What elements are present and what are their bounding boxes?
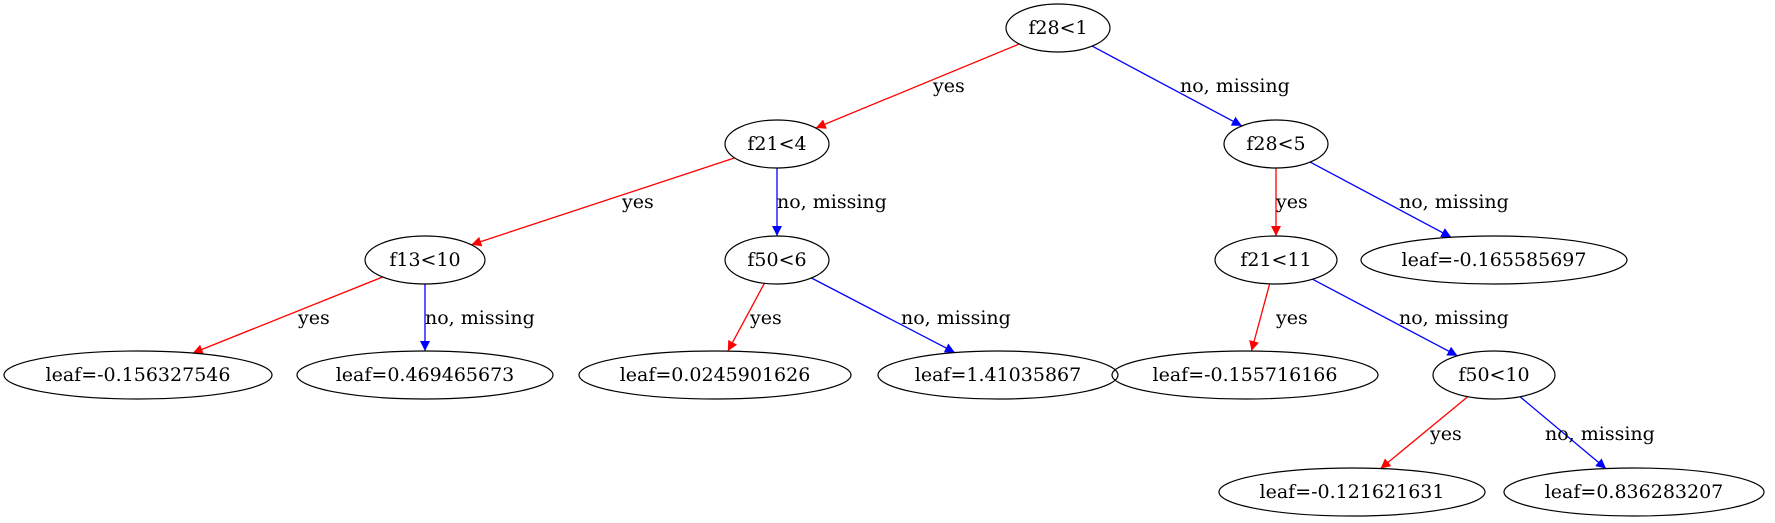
edge-label-yes: yes <box>932 75 965 97</box>
node-ellipse <box>1223 119 1329 169</box>
node-ellipse <box>724 235 830 285</box>
edge-label-yes: yes <box>621 191 654 213</box>
node-ellipse <box>877 350 1119 400</box>
edge-no-missing-n2-n6 <box>1309 161 1452 238</box>
node-ellipse <box>1218 467 1486 517</box>
split-node: f50<10 <box>1432 350 1556 400</box>
node-ellipse <box>724 119 830 169</box>
leaf-node: leaf=-0.121621631 <box>1218 467 1486 517</box>
nodes-layer: f28<1 f21<4 f28<5 f13<10 f50<6 f21<11 leaf=-0.… <box>3 3 1765 517</box>
edge-label-no-missing: no, missing <box>901 307 1011 329</box>
edge-no-missing-n4-n10 <box>811 277 956 354</box>
edge-label-no-missing: no, missing <box>1545 423 1655 445</box>
edge-yes-n4-n9 <box>727 282 765 352</box>
node-label: leaf=0.469465673 <box>336 364 515 386</box>
leaf-node: leaf=-0.156327546 <box>3 350 273 400</box>
leaf-node: leaf=-0.155716166 <box>1111 350 1379 400</box>
node-label: leaf=0.836283207 <box>1545 481 1724 503</box>
node-ellipse <box>578 350 852 400</box>
edge-yes-n3-n7 <box>192 276 383 355</box>
edge-label-no-missing: no, missing <box>1399 307 1509 329</box>
edge-label-yes: yes <box>749 307 782 329</box>
node-label: leaf=-0.156327546 <box>46 364 231 386</box>
leaf-node: leaf=0.836283207 <box>1503 467 1765 517</box>
node-label: f50<6 <box>747 249 806 271</box>
split-node: f21<4 <box>724 119 830 169</box>
edge-no-missing-n12-n14 <box>1519 396 1607 470</box>
node-ellipse <box>364 235 486 285</box>
leaf-node: leaf=1.41035867 <box>877 350 1119 400</box>
node-label: leaf=-0.155716166 <box>1153 364 1338 386</box>
node-ellipse <box>1214 235 1338 285</box>
edge-label-yes: yes <box>1429 423 1462 445</box>
edge-yes-n12-n13 <box>1380 396 1469 470</box>
edge-label-yes: yes <box>297 307 330 329</box>
edge-label-no-missing: no, missing <box>425 307 535 329</box>
node-label: leaf=-0.165585697 <box>1402 249 1587 271</box>
node-label: f28<5 <box>1246 133 1305 155</box>
leaf-node: leaf=0.469465673 <box>296 350 554 400</box>
edge-label-no-missing: no, missing <box>1399 191 1509 213</box>
edge-label-no-missing: no, missing <box>777 191 887 213</box>
edges-layer: yes no, missing yes no, missing yes no, missi… <box>192 43 1655 470</box>
node-label: leaf=-0.121621631 <box>1260 481 1445 503</box>
edge-yes-n1-n3 <box>471 157 735 247</box>
node-label: f50<10 <box>1458 364 1529 386</box>
node-ellipse <box>1111 350 1379 400</box>
leaf-node: leaf=0.0245901626 <box>578 350 852 400</box>
edge-no-missing-n5-n12 <box>1312 278 1458 357</box>
node-ellipse <box>1005 3 1111 53</box>
split-node: f21<11 <box>1214 235 1338 285</box>
split-node: f13<10 <box>364 235 486 285</box>
node-label: f21<11 <box>1240 249 1311 271</box>
node-label: leaf=1.41035867 <box>915 364 1081 386</box>
node-label: leaf=0.0245901626 <box>620 364 811 386</box>
edge-yes-n0-n1 <box>815 43 1020 129</box>
node-label: f13<10 <box>389 249 460 271</box>
edge-label-no-missing: no, missing <box>1180 75 1290 97</box>
node-ellipse <box>1432 350 1556 400</box>
node-ellipse <box>3 350 273 400</box>
split-node: f50<6 <box>724 235 830 285</box>
edge-yes-n5-n11 <box>1249 283 1271 352</box>
node-label: f28<1 <box>1028 17 1087 39</box>
edge-label-yes: yes <box>1275 307 1308 329</box>
node-ellipse <box>296 350 554 400</box>
node-label: f21<4 <box>747 133 806 155</box>
edge-label-yes: yes <box>1275 191 1308 213</box>
split-node: f28<1 <box>1005 3 1111 53</box>
node-ellipse <box>1360 235 1628 285</box>
node-ellipse <box>1503 467 1765 517</box>
leaf-node: leaf=-0.165585697 <box>1360 235 1628 285</box>
split-node: f28<5 <box>1223 119 1329 169</box>
edge-no-missing-n0-n2 <box>1091 45 1243 127</box>
